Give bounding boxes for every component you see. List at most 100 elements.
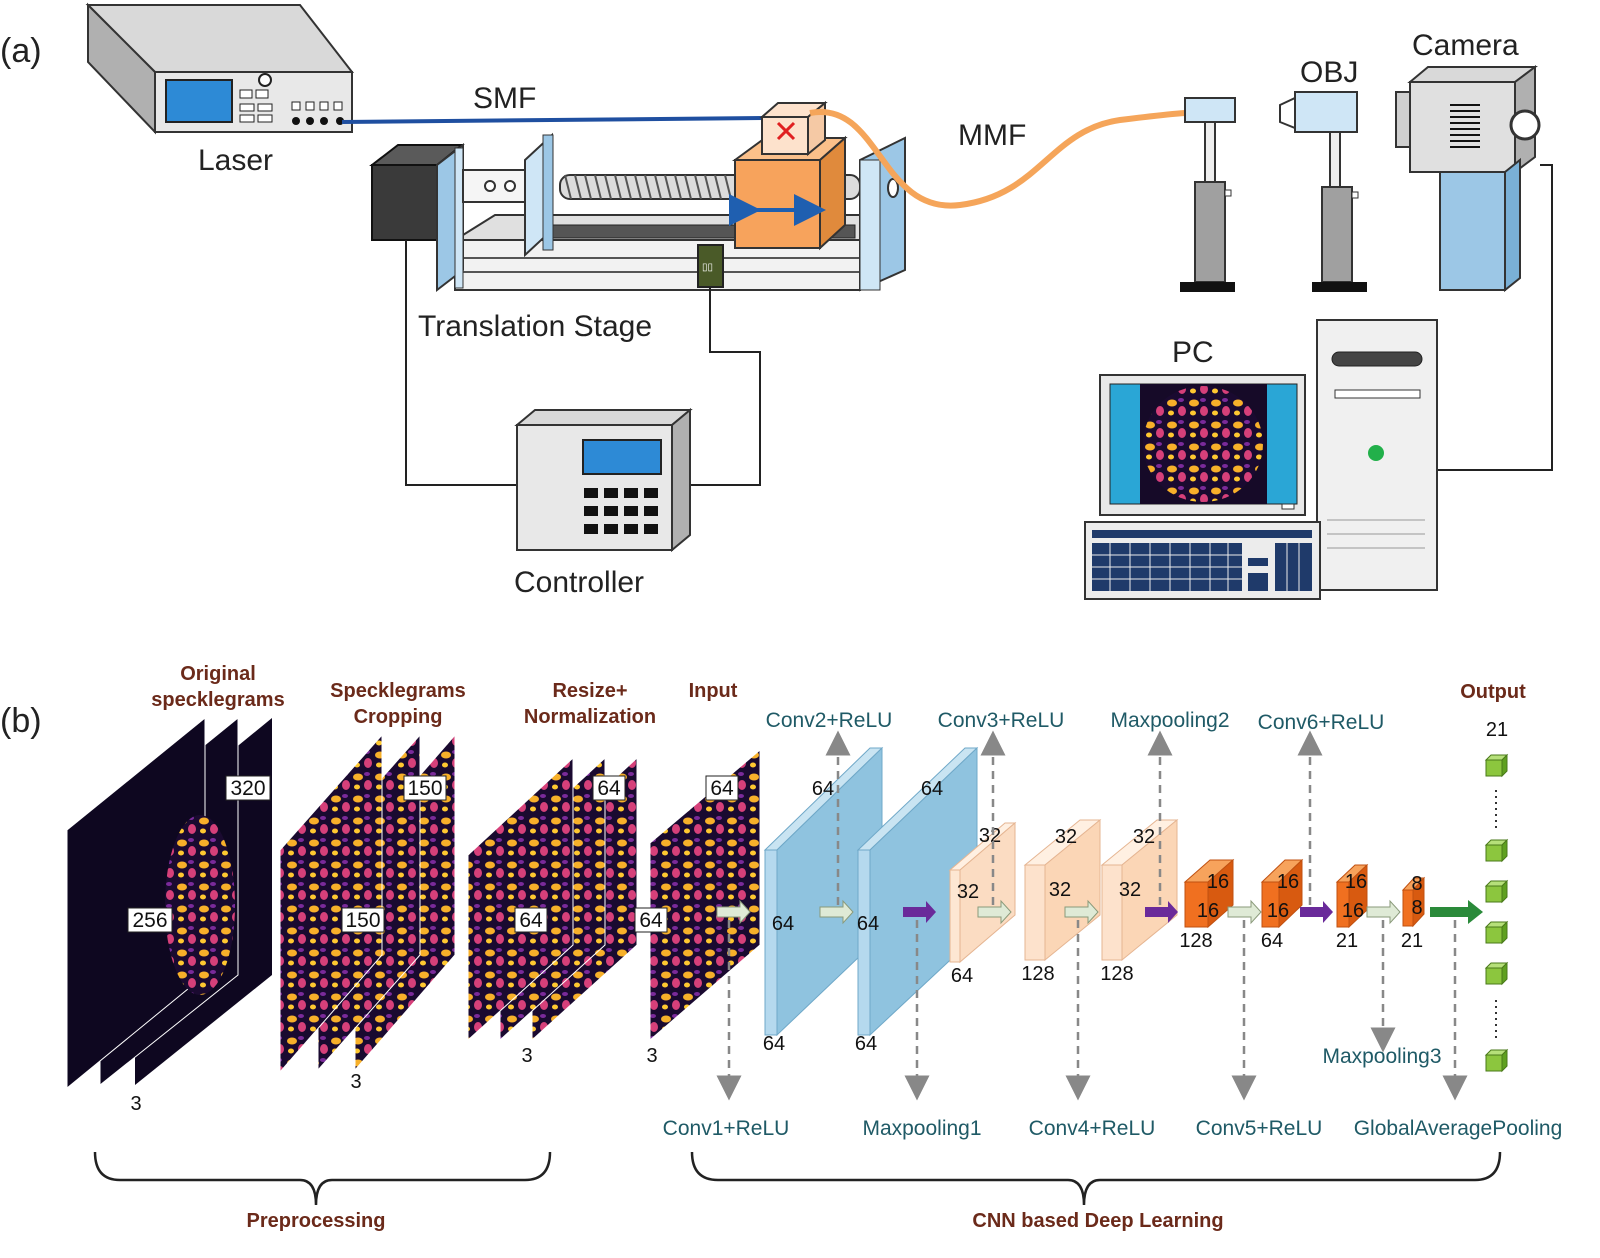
camera-device [1395,65,1541,293]
conv5-label: Conv5+ReLU [1196,1117,1323,1140]
g-mid: 8 [1411,897,1422,919]
input-title: Input [689,680,738,702]
output-dim: 21 [1486,719,1508,741]
orig-width: 320 [230,777,265,800]
conv4-block [1023,818,1102,962]
crop-channels: 3 [350,1071,361,1093]
conv6-block [1260,858,1304,929]
m1-top: 32 [979,825,1001,847]
crop-width: 150 [407,777,442,800]
m1-bot: 64 [951,965,973,987]
output-nodes [1484,753,1509,1073]
laser-label: Laser [198,144,273,177]
cropping-title-1: Specklegrams [330,680,466,702]
camera-cable [1438,164,1553,471]
conv2-label: Conv2+ReLU [766,709,893,732]
c6-bot: 64 [1261,930,1283,952]
crop-height: 150 [345,909,380,932]
maxpool3-block [1335,863,1369,929]
c6-mid: 16 [1267,900,1289,922]
stage-cable-right [672,287,761,486]
c4-top: 32 [1055,826,1077,848]
output-node [1484,961,1509,986]
maxpool1-label: Maxpooling1 [862,1117,981,1140]
c1-top: 64 [812,778,834,800]
svg-text:▯▯: ▯▯ [702,262,713,273]
original-speckle-pattern [165,815,235,995]
conv1-label: Conv1+ReLU [663,1117,790,1140]
m2-mid: 16 [1197,900,1219,922]
input-specklegram [649,748,761,1042]
stage-cable-left [405,240,517,486]
objective-lens [1279,91,1367,292]
cropping-specklegram-stack [279,733,456,1074]
preprocessing-label: Preprocessing [247,1210,386,1232]
res-height: 64 [519,909,543,932]
cnn-bracket [690,1151,1502,1206]
pc-tower [1316,319,1438,591]
c2-top: 64 [921,778,943,800]
c4-bot: 128 [1021,963,1054,985]
orig-height: 256 [132,909,167,932]
c1-bot: 64 [763,1033,785,1055]
resize-specklegram-stack [467,756,638,1042]
translation-stage-label: Translation Stage [418,310,652,343]
orig-channels: 3 [130,1093,141,1115]
maxpool1-block [948,821,1017,964]
controller-device [514,407,693,553]
mmf-fiber [809,108,1186,209]
smf-fiber [341,116,766,124]
conv5-block [1100,818,1179,962]
callout-arrows [716,730,1468,1101]
maxpool2-label: Maxpooling2 [1110,709,1229,732]
pc-monitor [1099,374,1306,516]
original-title-1: Original [180,663,256,685]
preprocessing-bracket [93,1151,552,1206]
output-node [1484,1048,1509,1073]
gap-block [1401,876,1426,928]
output-node [1484,879,1509,904]
m3-bot: 21 [1336,930,1358,952]
original-title-2: specklegrams [151,689,284,711]
maxpool3-label: Maxpooling3 [1322,1045,1441,1068]
c2-bot: 64 [855,1033,877,1055]
c5-top: 32 [1133,826,1155,848]
smf-label: SMF [473,82,536,115]
resize-title-2: Normalization [524,706,656,728]
obj-label: OBJ [1300,56,1358,89]
c1-mid: 64 [772,913,794,935]
original-specklegram-stack [66,716,272,1090]
res-width: 64 [597,777,621,800]
translation-stage: ▯▯ [369,100,906,293]
pc-label: PC [1172,336,1214,369]
c2-mid: 64 [857,913,879,935]
c5-bot: 128 [1100,963,1133,985]
in-width: 64 [710,777,734,800]
g-top: 8 [1411,873,1422,895]
pc-keyboard [1084,521,1321,600]
in-channels: 3 [646,1045,657,1067]
fiber-mount [1180,97,1236,292]
c6-top: 16 [1277,871,1299,893]
mmf-label: MMF [958,119,1026,152]
output-node [1484,920,1509,945]
laser-device [85,2,355,135]
g-bot: 21 [1401,930,1423,952]
in-height: 64 [639,909,663,932]
monitor-specklegram [1143,386,1263,502]
c5-mid: 32 [1119,879,1141,901]
output-node [1484,838,1509,863]
c4-mid: 32 [1049,879,1071,901]
conv6-label: Conv6+ReLU [1258,711,1385,734]
maxpool2-block [1183,858,1235,929]
panel-b-label: (b) [0,702,42,740]
output-node [1484,753,1509,778]
conv4-label: Conv4+ReLU [1029,1117,1156,1140]
m1-mid: 32 [957,881,979,903]
m3-top: 16 [1345,871,1367,893]
cropping-title-2: Cropping [354,706,443,728]
m2-top: 16 [1207,871,1229,893]
flow-arrows [716,899,1483,925]
